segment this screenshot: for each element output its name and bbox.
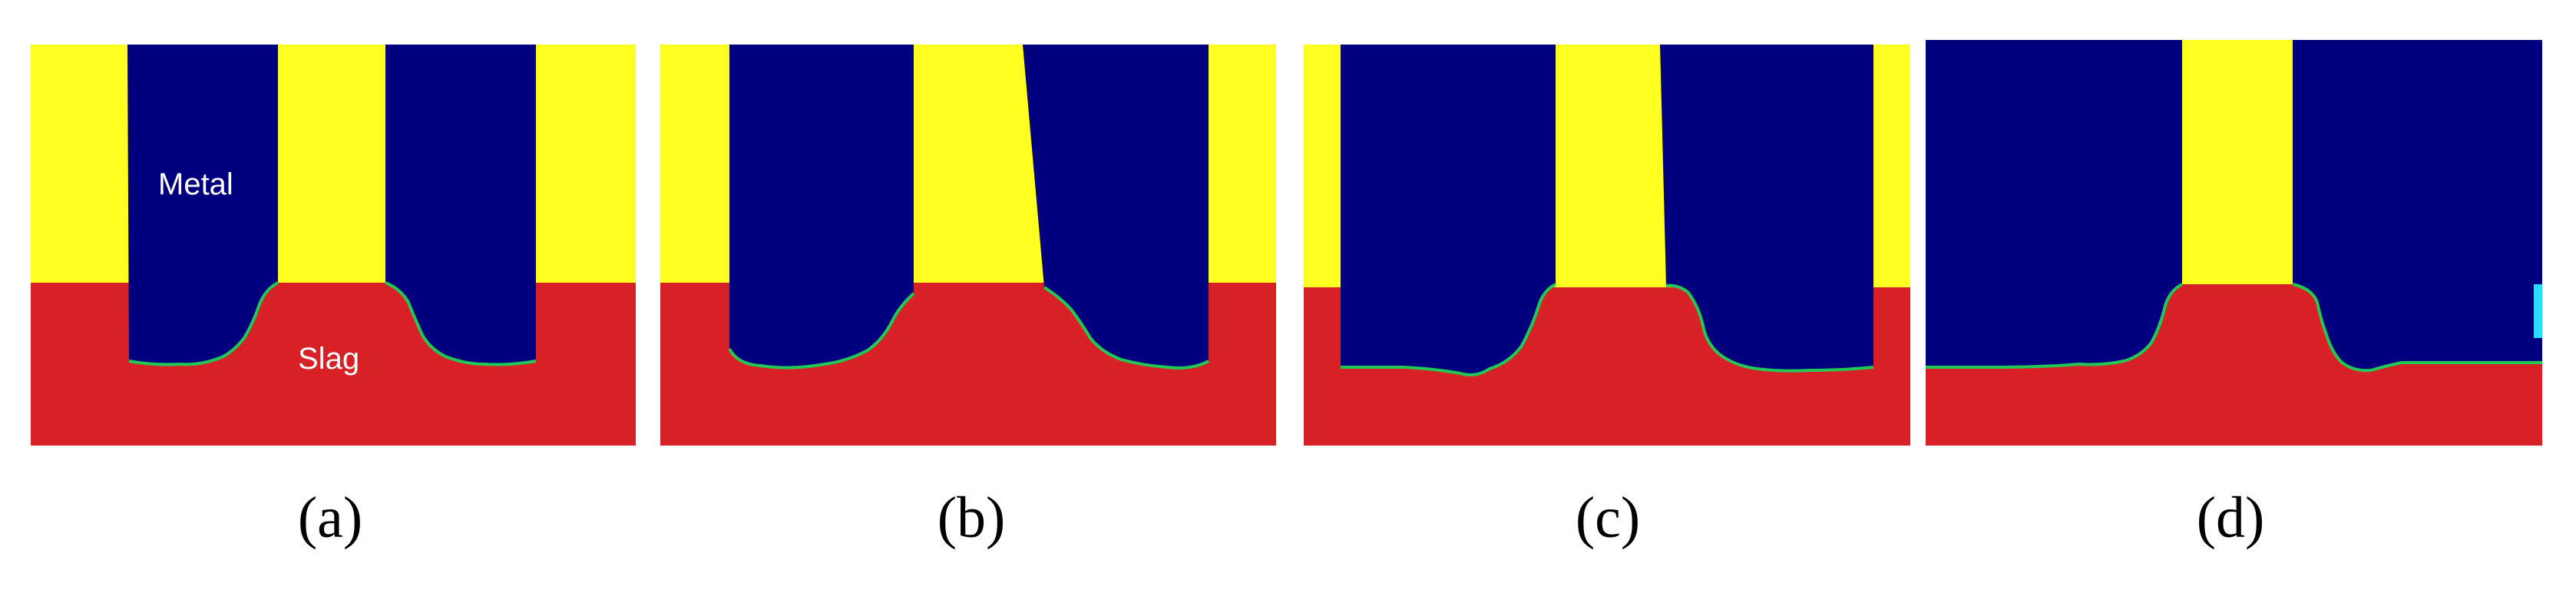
slag-label: Slag xyxy=(298,342,359,376)
interface-line-right xyxy=(1043,286,1209,370)
panel-d xyxy=(1926,40,2542,446)
metal-droplet-right xyxy=(385,45,536,365)
metal-droplet-right xyxy=(1660,45,1873,371)
interface-line-left xyxy=(728,292,915,370)
metal-droplet-right xyxy=(2293,40,2542,371)
interface-line-right xyxy=(2292,283,2542,373)
interface-line-left xyxy=(1926,283,2183,370)
panel-c xyxy=(1304,45,1910,446)
panel-caption-c: (c) xyxy=(1575,486,1641,550)
interface-line-left xyxy=(1340,283,1556,376)
metal-droplet-left xyxy=(1926,40,2182,367)
metal-droplet-left xyxy=(1341,45,1556,375)
metal-label: Metal xyxy=(158,167,233,201)
panel-caption-b: (b) xyxy=(937,486,1006,550)
panel-a: Metal Slag xyxy=(31,45,636,446)
interface-line-left xyxy=(128,281,279,366)
metal-droplet-left xyxy=(127,45,278,365)
interface-line-right xyxy=(385,281,537,366)
metal-droplet-right xyxy=(1023,45,1209,368)
panel-caption-a: (a) xyxy=(297,486,363,550)
panel-caption-d: (d) xyxy=(2196,486,2265,550)
interface-line-right xyxy=(1665,283,1874,373)
interface-accent xyxy=(2534,284,2542,338)
metal-droplet-left xyxy=(729,45,914,368)
panel-b xyxy=(660,45,1276,446)
